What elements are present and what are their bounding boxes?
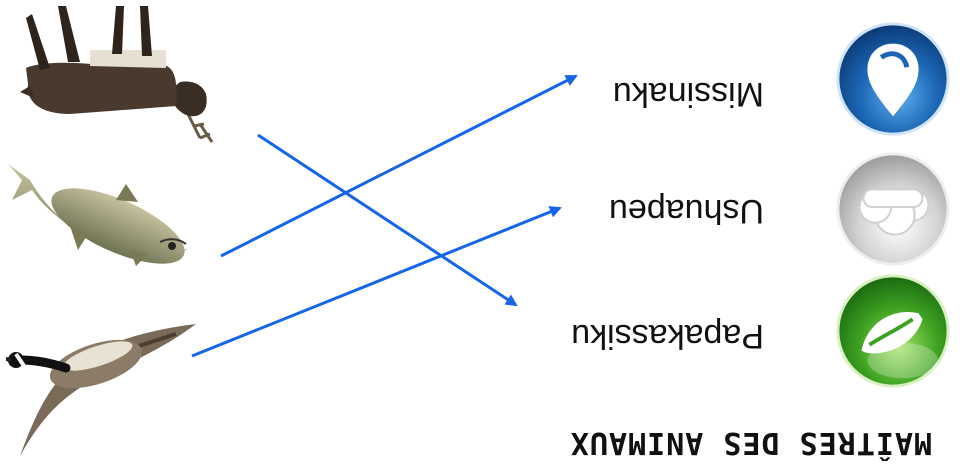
water-drop-icon — [836, 22, 950, 136]
fish-icon — [8, 164, 188, 266]
arrow-caribou-to-papakassiku — [257, 133, 518, 307]
leaf-icon — [836, 274, 950, 388]
goose-icon — [6, 324, 196, 456]
arrow-fish-to-missinaku — [220, 74, 578, 258]
caribou-icon — [20, 6, 214, 143]
cloud-icon — [836, 152, 950, 266]
arrow-goose-to-ushuapeu — [191, 206, 562, 358]
